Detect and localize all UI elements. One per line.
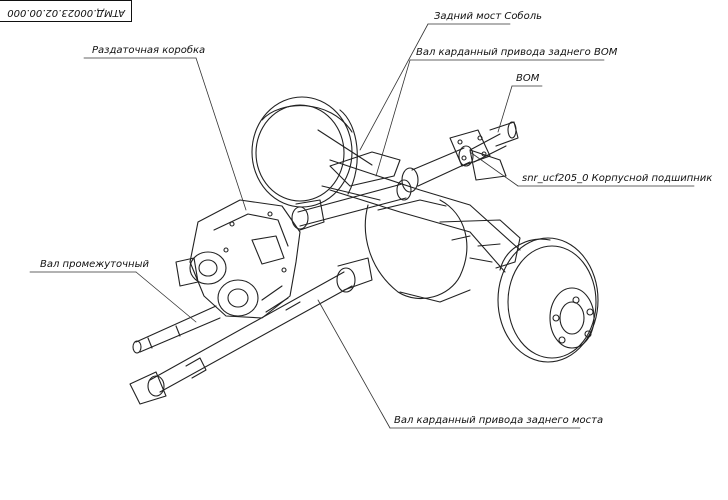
label-pto: ВОМ <box>516 73 540 84</box>
left-wheel-drum <box>251 96 381 208</box>
label-transfer-case: Раздаточная коробка <box>92 45 206 56</box>
label-bearing: snr_ucf205_0 Корпусной подшипник <box>522 173 713 184</box>
leader-lines <box>29 23 695 429</box>
upper-cardan-shaft <box>291 179 412 231</box>
right-wheel-drum <box>497 237 599 363</box>
label-rear-axle-shaft: Вал карданный привода заднего моста <box>394 415 604 426</box>
label-intermediate-shaft: Вал промежуточный <box>40 259 149 270</box>
label-pto-shaft: Вал карданный привода заднего ВОМ <box>416 47 618 58</box>
pto-shaft-drawing <box>401 121 519 193</box>
transfer-case-drawing <box>175 199 301 319</box>
axle-housing <box>329 149 521 303</box>
intermediate-shaft-drawing <box>132 305 221 354</box>
label-rear-axle: Задний мост Соболь <box>434 11 543 22</box>
